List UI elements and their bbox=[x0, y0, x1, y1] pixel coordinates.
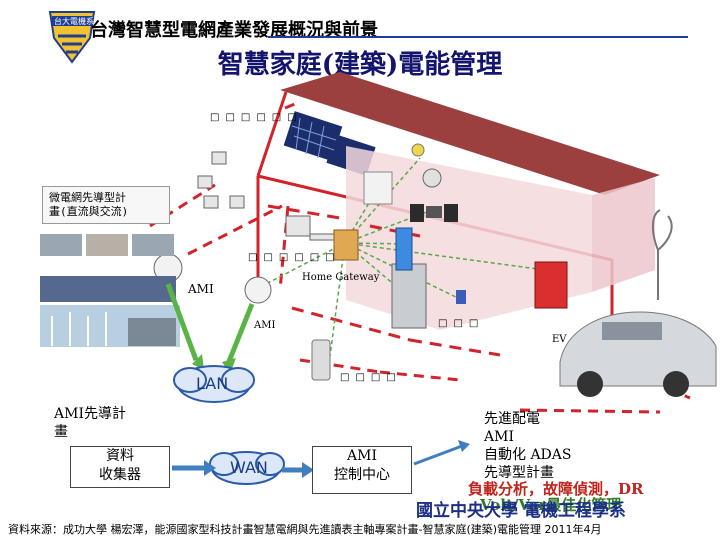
ev-charger-icon bbox=[534, 261, 568, 309]
load-analysis-text: 負載分析，故障偵測，DR bbox=[468, 480, 644, 498]
lan-label: LAN bbox=[196, 374, 229, 393]
ami-label-2: AMI bbox=[254, 320, 276, 331]
slide-title: 智慧家庭(建築)電能管理 bbox=[217, 50, 503, 80]
university-department: 國立中央大學 電機工程學系 bbox=[416, 501, 626, 521]
source-citation: 資料來源：成功大學 楊宏澤，能源國家型科技計畫智慧電網與先進讀表主軸專案計畫-智… bbox=[8, 523, 602, 536]
switch-icon bbox=[456, 290, 466, 304]
right-line2: AMI bbox=[484, 429, 514, 445]
microgrid-pilot-note-line2: 畫(直流與交流) bbox=[49, 205, 129, 218]
ami-control-center-line1: AMI bbox=[347, 448, 377, 464]
wind-turbine-icon bbox=[652, 209, 673, 300]
data-collector-line2: 收集器 bbox=[99, 467, 141, 483]
header-rule bbox=[268, 36, 688, 38]
smartphone-icon bbox=[311, 339, 331, 381]
ami-pilot-line1: AMI先導計 bbox=[54, 406, 126, 422]
ami-pilot-line2: 畫 bbox=[54, 424, 68, 440]
placeholder-row-right: □□□ bbox=[438, 318, 485, 329]
speaker-icon bbox=[410, 204, 458, 222]
logo-text: 台大電機系 bbox=[54, 17, 94, 26]
placeholder-row-phone: □□□□ bbox=[340, 372, 402, 383]
volt-var-text: Volt/Var最佳化管理 bbox=[480, 496, 622, 514]
microgrid-pilot-note: 微電網先導型計 畫(直流與交流) bbox=[42, 186, 170, 224]
smart-meter-icon bbox=[153, 253, 272, 304]
roof bbox=[280, 72, 660, 195]
lamp-icon bbox=[411, 143, 425, 157]
ami-label-1: AMI bbox=[188, 282, 214, 296]
placeholder-row-mid: □□□□□□ bbox=[248, 252, 341, 263]
boundary-dashed-line bbox=[267, 204, 691, 400]
ami-control-center-box: AMI 控制中心 bbox=[312, 446, 412, 494]
home-gateway-label: Home Gateway bbox=[302, 272, 380, 283]
refrigerator-icon bbox=[391, 263, 427, 329]
lan-cloud-icon bbox=[173, 365, 255, 403]
electric-car-icon bbox=[559, 311, 717, 397]
microgrid-pilot-note-line1: 微電網先導型計 bbox=[49, 191, 126, 204]
university-logo: 台大電機系 bbox=[46, 8, 98, 64]
wan-label: WAN bbox=[230, 458, 268, 477]
right-line1: 先進配電 bbox=[484, 411, 540, 427]
ami-pilot-label: AMI先導計 畫 bbox=[54, 405, 126, 441]
home-gateway-icon bbox=[333, 229, 359, 261]
ami-control-center-line2: 控制中心 bbox=[334, 467, 390, 483]
advanced-distribution-text: 先進配電 AMI 自動化 ADAS 先導型計畫 bbox=[484, 410, 572, 482]
washer-icon bbox=[363, 171, 393, 205]
arrow-center-to-right bbox=[413, 444, 463, 466]
fan-icon bbox=[422, 168, 442, 188]
wan-cloud-icon bbox=[209, 451, 285, 485]
microgrid-photos bbox=[40, 234, 180, 347]
ami-arrow-1 bbox=[165, 283, 199, 361]
data-collector-line1: 資料 bbox=[106, 448, 134, 464]
ami-arrow-2 bbox=[225, 303, 255, 365]
right-line3: 自動化 ADAS bbox=[484, 447, 572, 463]
header-title: 台灣智慧型電網產業發展概況與前景 bbox=[90, 20, 378, 41]
placeholder-row-top: □□□□□□ bbox=[210, 112, 303, 123]
right-line4: 先導型計畫 bbox=[484, 465, 554, 481]
data-collector-box: 資料 收集器 bbox=[70, 446, 170, 488]
ev-label: EV bbox=[552, 334, 567, 345]
appliance-icon bbox=[395, 227, 413, 271]
computer-icon bbox=[197, 151, 341, 241]
